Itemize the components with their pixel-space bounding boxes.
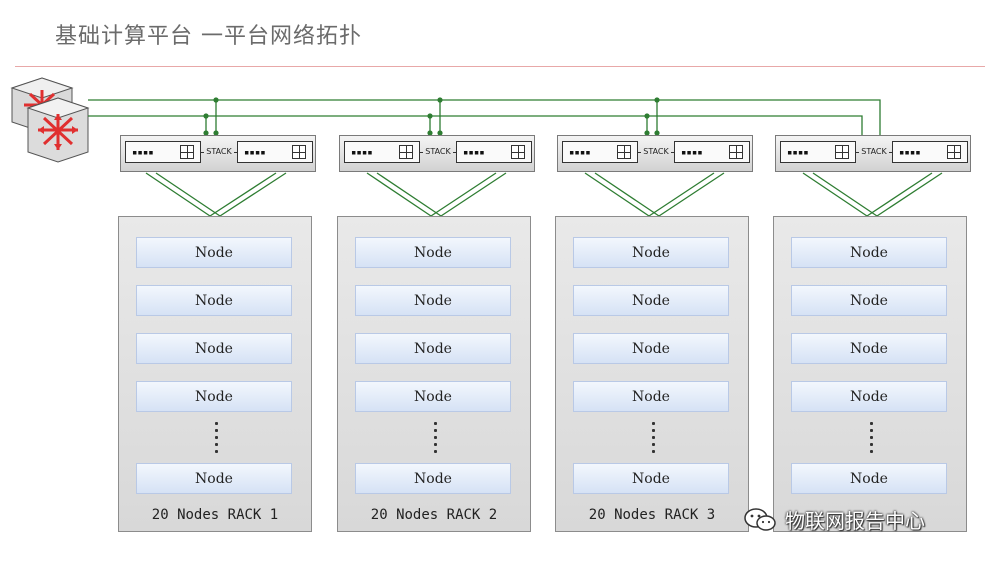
switch-module-icon xyxy=(947,145,961,159)
switch-module-icon xyxy=(617,145,631,159)
rack-1[interactable]: Node Node Node Node Node 20 Nodes RACK 1 xyxy=(118,216,312,532)
node[interactable]: Node xyxy=(355,285,511,316)
switch-ports: ▪▪▪▪ xyxy=(463,148,485,158)
node[interactable]: Node xyxy=(136,381,292,412)
switch-ports: ▪▪▪▪ xyxy=(244,148,266,158)
title-divider xyxy=(15,66,985,67)
switch-unit: ▪▪▪▪ xyxy=(456,141,532,163)
switch-unit: ▪▪▪▪ xyxy=(780,141,856,163)
ellipsis-vertical-icon xyxy=(650,422,656,460)
switch-ports: ▪▪▪▪ xyxy=(351,148,373,158)
watermark: 物联网报告中心 xyxy=(743,505,925,534)
switch-ports: ▪▪▪▪ xyxy=(787,148,809,158)
switch-module-icon xyxy=(180,145,194,159)
node[interactable]: Node xyxy=(355,237,511,268)
stack-link xyxy=(420,152,423,153)
stack-link xyxy=(638,152,641,153)
stack-switch-3[interactable]: ▪▪▪▪ STACK ▪▪▪▪ xyxy=(557,135,753,172)
node[interactable]: Node xyxy=(355,463,511,494)
switch-unit: ▪▪▪▪ xyxy=(674,141,750,163)
stack-link xyxy=(889,152,892,153)
stack-link xyxy=(234,152,237,153)
switch-module-icon xyxy=(511,145,525,159)
rack-4[interactable]: Node Node Node Node Node xyxy=(773,216,967,532)
node[interactable]: Node xyxy=(136,285,292,316)
rack-label: 20 Nodes RACK 1 xyxy=(151,507,279,523)
stack-label: STACK xyxy=(643,147,669,156)
stack-link xyxy=(856,152,859,153)
watermark-text: 物联网报告中心 xyxy=(785,509,925,533)
switch-module-icon xyxy=(292,145,306,159)
stack-link xyxy=(201,152,204,153)
node[interactable]: Node xyxy=(573,333,729,364)
node[interactable]: Node xyxy=(573,285,729,316)
switch-module-icon xyxy=(729,145,743,159)
node[interactable]: Node xyxy=(791,333,947,364)
switch-unit: ▪▪▪▪ xyxy=(237,141,313,163)
node[interactable]: Node xyxy=(136,463,292,494)
rack-label: 20 Nodes RACK 3 xyxy=(588,507,716,523)
stack-switch-2[interactable]: ▪▪▪▪ STACK ▪▪▪▪ xyxy=(339,135,535,172)
node[interactable]: Node xyxy=(355,333,511,364)
rack-2[interactable]: Node Node Node Node Node 20 Nodes RACK 2 xyxy=(337,216,531,532)
node[interactable]: Node xyxy=(136,333,292,364)
page-title: 基础计算平台 一平台网络拓扑 xyxy=(55,24,362,49)
switch-unit: ▪▪▪▪ xyxy=(344,141,420,163)
node[interactable]: Node xyxy=(136,237,292,268)
ellipsis-vertical-icon xyxy=(868,422,874,460)
rack-3[interactable]: Node Node Node Node Node 20 Nodes RACK 3 xyxy=(555,216,749,532)
switch-unit: ▪▪▪▪ xyxy=(125,141,201,163)
switch-unit: ▪▪▪▪ xyxy=(892,141,968,163)
ellipsis-vertical-icon xyxy=(432,422,438,460)
node[interactable]: Node xyxy=(791,285,947,316)
stack-label: STACK xyxy=(425,147,451,156)
switch-unit: ▪▪▪▪ xyxy=(562,141,638,163)
stack-link xyxy=(671,152,674,153)
stack-label: STACK xyxy=(861,147,887,156)
node[interactable]: Node xyxy=(573,237,729,268)
ellipsis-vertical-icon xyxy=(213,422,219,460)
core-router-icon[interactable] xyxy=(10,77,90,163)
node[interactable]: Node xyxy=(573,381,729,412)
stack-switch-4[interactable]: ▪▪▪▪ STACK ▪▪▪▪ xyxy=(775,135,971,172)
node[interactable]: Node xyxy=(791,381,947,412)
switch-ports: ▪▪▪▪ xyxy=(132,148,154,158)
stack-link xyxy=(453,152,456,153)
switch-module-icon xyxy=(835,145,849,159)
switch-module-icon xyxy=(399,145,413,159)
wechat-icon xyxy=(744,507,776,531)
stack-label: STACK xyxy=(206,147,232,156)
rack-label: 20 Nodes RACK 2 xyxy=(370,507,498,523)
node[interactable]: Node xyxy=(355,381,511,412)
node[interactable]: Node xyxy=(791,237,947,268)
node[interactable]: Node xyxy=(573,463,729,494)
switch-ports: ▪▪▪▪ xyxy=(899,148,921,158)
switch-ports: ▪▪▪▪ xyxy=(681,148,703,158)
node[interactable]: Node xyxy=(791,463,947,494)
stack-switch-1[interactable]: ▪▪▪▪ STACK ▪▪▪▪ xyxy=(120,135,316,172)
switch-ports: ▪▪▪▪ xyxy=(569,148,591,158)
